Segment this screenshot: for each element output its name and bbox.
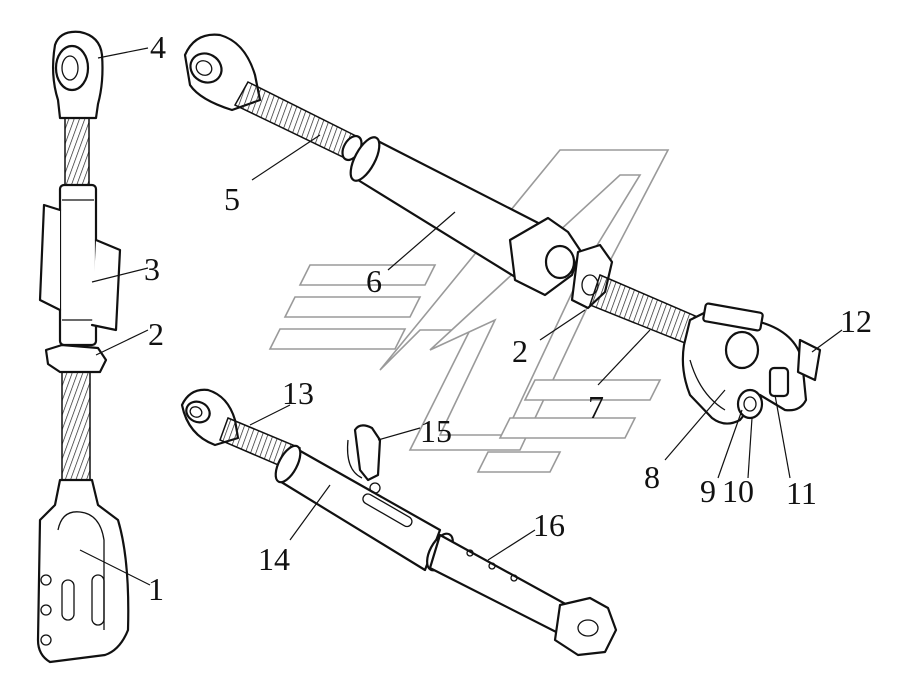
label-part-11: 11 bbox=[786, 475, 817, 511]
label-part-2-left: 2 bbox=[148, 316, 164, 352]
label-part-2-right: 2 bbox=[512, 333, 528, 369]
bottom-link-assembly bbox=[180, 388, 618, 657]
label-part-1: 1 bbox=[148, 571, 164, 607]
label-part-13: 13 bbox=[282, 375, 314, 411]
label-part-12: 12 bbox=[840, 303, 872, 339]
watermark-logo bbox=[268, 149, 670, 473]
label-part-5: 5 bbox=[224, 181, 240, 217]
label-part-14: 14 bbox=[258, 541, 290, 577]
vertical-link-assembly bbox=[36, 30, 130, 664]
label-part-15: 15 bbox=[420, 413, 452, 449]
label-part-4: 4 bbox=[150, 29, 166, 65]
part-labels: 4 3 2 1 5 6 2 7 8 9 10 11 12 13 14 15 16 bbox=[144, 29, 872, 607]
label-part-7: 7 bbox=[588, 389, 604, 425]
label-part-8: 8 bbox=[644, 459, 660, 495]
label-part-6: 6 bbox=[366, 263, 382, 299]
leader-lines bbox=[79, 47, 843, 586]
label-part-3: 3 bbox=[144, 251, 160, 287]
label-part-9: 9 bbox=[700, 473, 716, 509]
label-part-10: 10 bbox=[722, 473, 754, 509]
label-part-16: 16 bbox=[533, 507, 565, 543]
